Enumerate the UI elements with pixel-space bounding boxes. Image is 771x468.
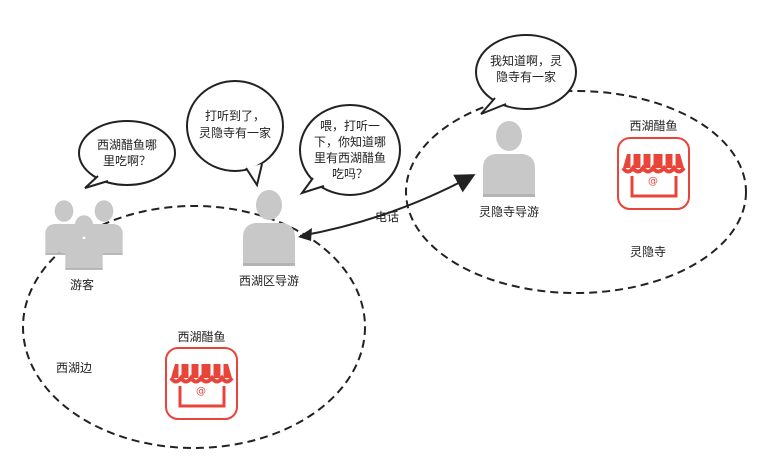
tourists-group-icon xyxy=(45,200,123,270)
tourists-label: 游客 xyxy=(69,278,94,292)
xihu-guide-call-line-2: 下，你知道哪 xyxy=(313,135,386,149)
shop-badge-xihu: @ xyxy=(196,386,206,397)
xihu-guide-call-line-3: 里有西湖醋鱼 xyxy=(313,151,386,165)
phone-arrow-left-head xyxy=(298,228,312,241)
lingyin-guide-speech-line-1: 我知道啊，灵 xyxy=(489,54,562,68)
speech-bubble-lingyin-guide xyxy=(475,34,577,115)
speech-bubble-xihu-guide-call xyxy=(299,104,401,196)
tourists-speech-line-1: 西湖醋鱼哪 xyxy=(96,138,157,152)
lingyin-guide-label: 灵隐寺导游 xyxy=(478,205,539,219)
phone-connection-line xyxy=(299,174,476,237)
phone-connection-label: 电话 xyxy=(374,210,399,224)
shop-icon-xihu xyxy=(165,347,238,420)
xihu-guide-reply-line-1: 打听到了， xyxy=(204,109,265,123)
speech-bubble-tourists xyxy=(78,120,176,189)
zone-xihu-boundary xyxy=(22,205,366,449)
xihu-guide-reply-line-2: 灵隐寺有一家 xyxy=(198,126,271,140)
zone-lingyin-boundary xyxy=(405,90,747,294)
xihu-guide-label: 西湖区导游 xyxy=(238,274,299,288)
zone-label-xihu: 西湖边 xyxy=(55,361,92,375)
zone-label-lingyin: 灵隐寺 xyxy=(629,245,666,259)
lingyin-guide-person-icon xyxy=(483,121,535,197)
xihu-guide-call-line-1: 喂，打听一 xyxy=(319,119,380,133)
speech-bubble-xihu-guide-reply xyxy=(186,80,284,188)
shop-badge-lingyin: @ xyxy=(648,176,658,187)
shop-label-lingyin: 西湖醋鱼 xyxy=(629,119,678,133)
shop-label-xihu: 西湖醋鱼 xyxy=(177,330,226,344)
xihu-guide-call-line-4: 吃吗？ xyxy=(331,167,368,181)
tourists-speech-line-2: 里吃啊？ xyxy=(102,154,151,168)
lingyin-guide-speech-line-2: 隐寺有一家 xyxy=(495,70,556,84)
shop-icon-lingyin xyxy=(617,137,690,210)
xihu-guide-person-icon xyxy=(243,190,295,266)
